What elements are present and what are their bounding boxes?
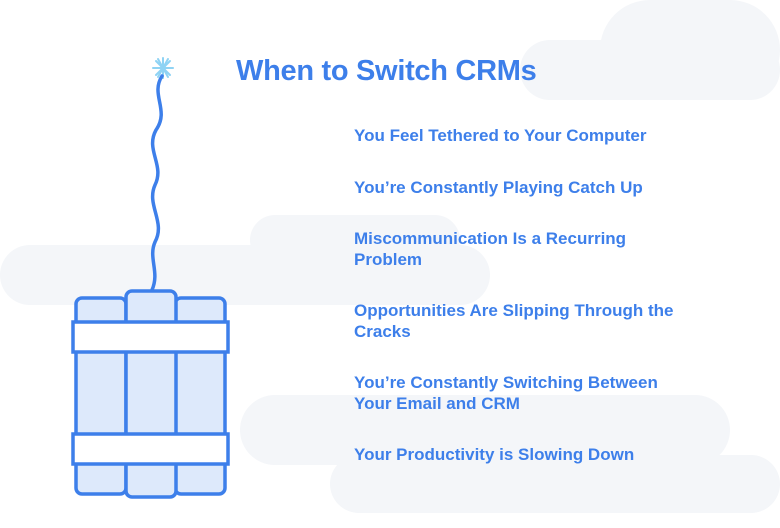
reason-line: Your Email and CRM bbox=[354, 394, 520, 413]
dynamite-band bbox=[71, 320, 230, 354]
reason-line: Miscommunication Is a Recurring bbox=[354, 229, 627, 248]
reason-line: Problem bbox=[354, 250, 423, 269]
reason-item: You’re Constantly Playing Catch Up bbox=[354, 177, 754, 198]
reason-item: Miscommunication Is a Recurring Problem bbox=[354, 228, 754, 270]
reason-line: You’re Constantly Switching Between bbox=[354, 373, 658, 392]
dynamite-band bbox=[71, 432, 230, 466]
cloud-shape bbox=[0, 245, 490, 305]
cloud-shape bbox=[330, 455, 780, 513]
reason-line: Your Productivity is Slowing Down bbox=[354, 445, 635, 464]
page-title: When to Switch CRMs bbox=[236, 55, 537, 87]
reason-item: You’re Constantly Switching Between Your… bbox=[354, 372, 754, 414]
dynamite-bands bbox=[71, 320, 230, 466]
cloud-shape bbox=[520, 40, 780, 100]
cloud-shape bbox=[240, 395, 730, 465]
reason-line: You’re Constantly Playing Catch Up bbox=[354, 178, 643, 197]
reason-item: You Feel Tethered to Your Computer bbox=[354, 125, 754, 146]
reason-item: Opportunities Are Slipping Through the C… bbox=[354, 300, 754, 342]
reason-line: You Feel Tethered to Your Computer bbox=[354, 126, 647, 145]
reason-line: Opportunities Are Slipping Through the bbox=[354, 301, 674, 320]
reason-line: Cracks bbox=[354, 322, 411, 341]
fuse bbox=[150, 74, 164, 292]
reason-item: Your Productivity is Slowing Down bbox=[354, 444, 754, 465]
